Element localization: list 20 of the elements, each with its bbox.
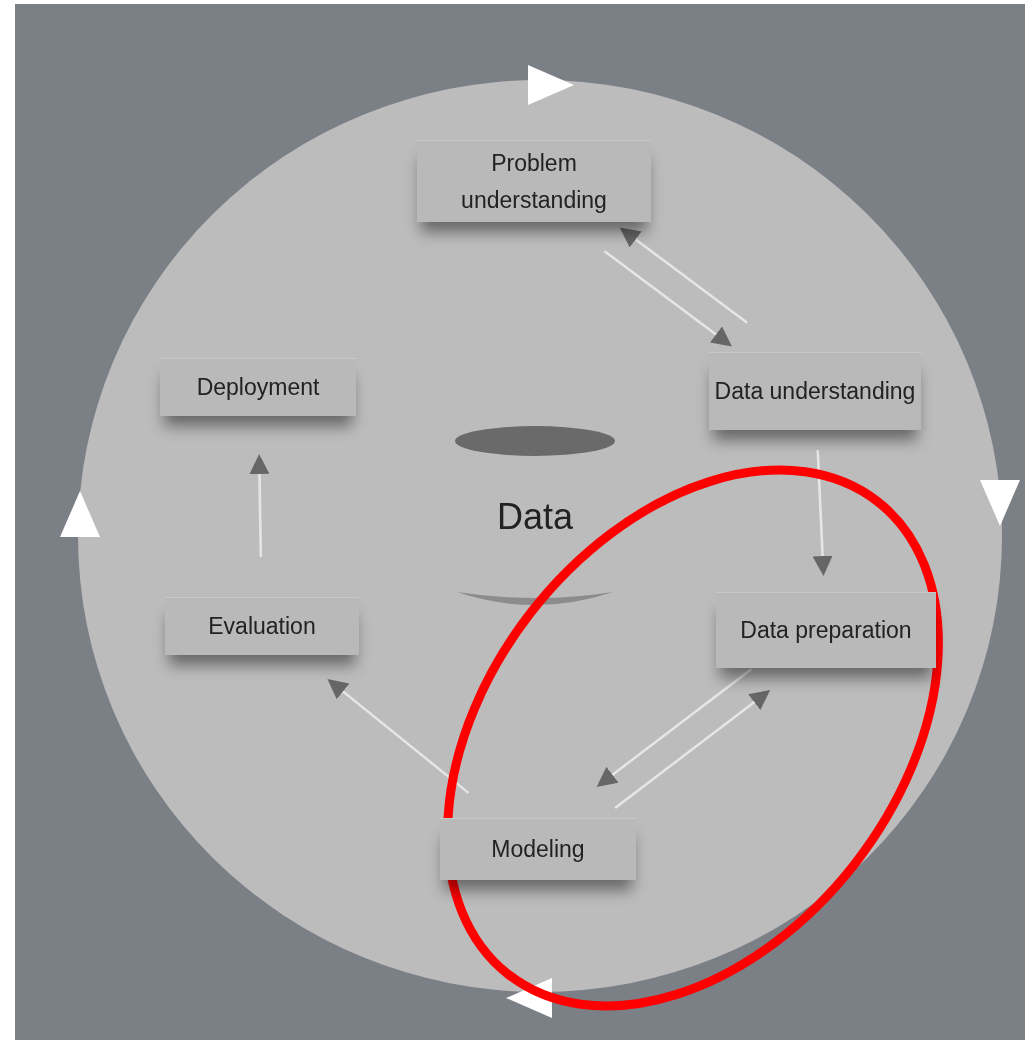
process-box bbox=[160, 358, 356, 416]
process-box bbox=[716, 592, 936, 668]
data-label: Data bbox=[496, 495, 573, 540]
arrow bbox=[327, 678, 470, 794]
arrow bbox=[596, 667, 753, 787]
arrow bbox=[614, 690, 771, 809]
step-label: Data preparation bbox=[740, 616, 912, 646]
step-label: Deployment bbox=[196, 373, 320, 403]
step-label: Problem understanding bbox=[460, 148, 608, 215]
process-box bbox=[417, 140, 651, 222]
process-box bbox=[165, 597, 359, 655]
arrow bbox=[812, 449, 833, 576]
step-label: Modeling bbox=[491, 835, 585, 865]
step-label: Evaluation bbox=[208, 612, 316, 642]
arrow bbox=[249, 454, 270, 558]
arrow bbox=[619, 227, 748, 324]
arrow bbox=[603, 250, 732, 347]
process-box bbox=[709, 352, 921, 430]
step-label: Data understanding bbox=[714, 377, 916, 407]
process-box bbox=[440, 818, 636, 880]
